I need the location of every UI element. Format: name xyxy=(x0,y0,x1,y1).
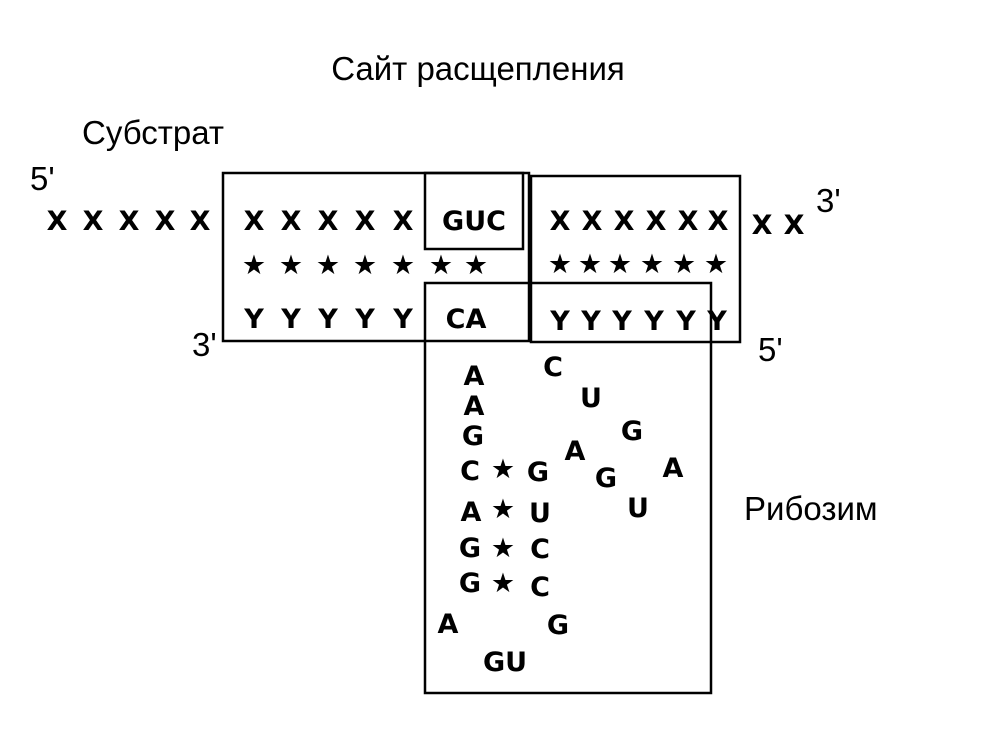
core-base: U xyxy=(580,383,602,414)
pair-star: ★ xyxy=(242,250,266,281)
core-left-column: A A G C A G G xyxy=(459,361,485,599)
core-base: A xyxy=(438,609,459,640)
core-stem-stars: ★ ★ ★ ★ xyxy=(491,454,515,599)
substrate-base: X xyxy=(47,206,68,237)
ribozyme-base: Y xyxy=(280,304,301,335)
ribozyme-left-arm: Y Y Y Y Y xyxy=(243,304,413,335)
ribozyme-label: Рибозим xyxy=(744,490,878,527)
substrate-base: X xyxy=(678,206,699,237)
ribozyme-base: Y xyxy=(611,306,632,337)
pair-star: ★ xyxy=(578,249,602,280)
core-base: U xyxy=(529,498,551,529)
substrate-base: X xyxy=(550,206,571,237)
core-base: GU xyxy=(483,647,527,678)
substrate-base: X xyxy=(393,206,414,237)
core-base: C xyxy=(530,534,550,565)
core-base: G xyxy=(527,457,549,488)
core-right-bases: C U G A G A U xyxy=(543,352,683,524)
left-pairing-stars: ★ ★ ★ ★ ★ ★ ★ xyxy=(242,250,488,281)
pair-star: ★ xyxy=(608,249,632,280)
substrate-base: X xyxy=(752,210,773,241)
substrate-base: X xyxy=(784,210,805,241)
substrate-label: Субстрат xyxy=(82,114,224,151)
pair-star: ★ xyxy=(672,249,696,280)
ribozyme-base: Y xyxy=(549,306,570,337)
substrate-base: X xyxy=(281,206,302,237)
pair-star: ★ xyxy=(548,249,572,280)
pair-star: ★ xyxy=(353,250,377,281)
substrate-right-arm: X X X X X X xyxy=(550,206,729,237)
pair-star: ★ xyxy=(491,533,515,564)
core-base: G xyxy=(595,463,617,494)
ribozyme-base: Y xyxy=(643,306,664,337)
pair-star: ★ xyxy=(491,454,515,485)
substrate-base: X xyxy=(83,206,104,237)
ribozyme-base: Y xyxy=(354,304,375,335)
substrate-base: X xyxy=(614,206,635,237)
substrate-base: X xyxy=(190,206,211,237)
core-right-column: G U C C xyxy=(527,457,551,603)
substrate-base: X xyxy=(582,206,603,237)
core-base: A xyxy=(464,391,485,422)
core-base: C xyxy=(530,572,550,603)
substrate-left-arm: X X X X X xyxy=(244,206,414,237)
right-pairing-stars: ★ ★ ★ ★ ★ ★ xyxy=(548,249,728,280)
ribozyme-right-arm: Y Y Y Y Y Y xyxy=(549,306,727,337)
pair-star: ★ xyxy=(491,568,515,599)
substrate-base: X xyxy=(708,206,729,237)
core-base: A xyxy=(663,453,684,484)
core-base: C xyxy=(460,456,480,487)
ribozyme-base: Y xyxy=(317,304,338,335)
cleavage-site-title: Сайт расщепления xyxy=(331,50,625,87)
core-base: A xyxy=(461,497,482,528)
core-base: U xyxy=(627,493,649,524)
pair-star: ★ xyxy=(464,250,488,281)
core-base: G xyxy=(462,421,484,452)
substrate-base: X xyxy=(318,206,339,237)
ribozyme-ca: CA xyxy=(446,304,487,335)
ribozyme-3prime-label: 3' xyxy=(192,326,217,363)
pair-star: ★ xyxy=(491,494,515,525)
core-base: A xyxy=(464,361,485,392)
pair-star: ★ xyxy=(640,249,664,280)
pair-star: ★ xyxy=(279,250,303,281)
core-base: G xyxy=(459,568,481,599)
substrate-right-pairing-box xyxy=(529,174,742,344)
pair-star: ★ xyxy=(391,250,415,281)
substrate-right-overhang: X X xyxy=(752,210,805,241)
pair-star: ★ xyxy=(316,250,340,281)
ribozyme-5prime-label: 5' xyxy=(758,331,783,368)
substrate-3prime-label: 3' xyxy=(816,182,841,219)
ribozyme-base: Y xyxy=(392,304,413,335)
substrate-base: X xyxy=(244,206,265,237)
pair-star: ★ xyxy=(704,249,728,280)
substrate-base: X xyxy=(355,206,376,237)
core-base: G xyxy=(621,416,643,447)
ribozyme-base: Y xyxy=(243,304,264,335)
ribozyme-base: Y xyxy=(580,306,601,337)
substrate-base: X xyxy=(646,206,667,237)
core-base: G xyxy=(459,533,481,564)
substrate-base: X xyxy=(119,206,140,237)
core-loop: A GU G xyxy=(438,609,570,678)
substrate-left-pairing-box xyxy=(221,171,531,343)
cleavage-site-box xyxy=(423,171,525,251)
substrate-5prime-label: 5' xyxy=(30,160,55,197)
ribozyme-core-box xyxy=(423,281,713,695)
core-base: A xyxy=(565,436,586,467)
core-base: C xyxy=(543,352,563,383)
core-base: G xyxy=(547,610,569,641)
ribozyme-base: Y xyxy=(706,306,727,337)
substrate-base: X xyxy=(155,206,176,237)
pair-star: ★ xyxy=(429,250,453,281)
ribozyme-base: Y xyxy=(675,306,696,337)
cleavage-triplet: GUC xyxy=(442,206,506,237)
substrate-left-overhang: X X X X X xyxy=(47,206,211,237)
